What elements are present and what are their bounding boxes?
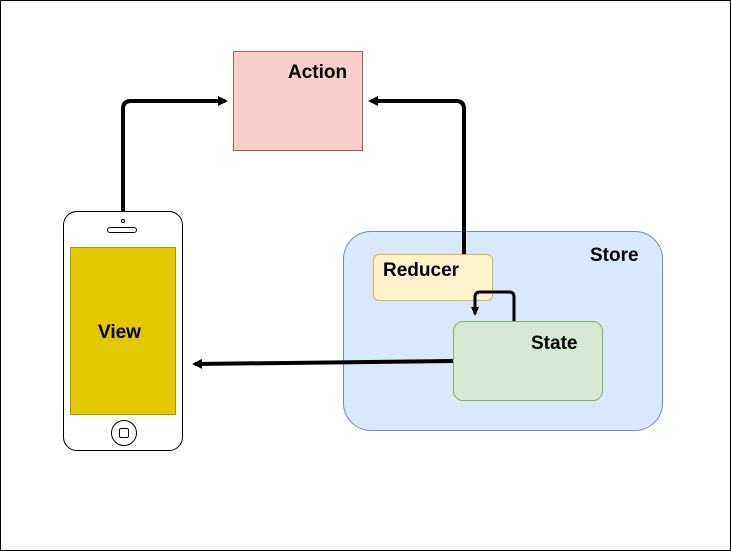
phone-home-square-icon — [119, 428, 129, 438]
reducer-label: Reducer — [383, 260, 460, 281]
phone-camera-icon — [121, 219, 125, 223]
view-node — [70, 247, 176, 415]
state-node — [453, 321, 603, 401]
phone-home-button-icon — [111, 420, 137, 446]
edge-state-to-view — [192, 358, 454, 369]
action-node — [233, 51, 363, 151]
phone-speaker-icon — [107, 227, 137, 233]
state-label: State — [531, 333, 578, 354]
reducer-node — [373, 254, 493, 301]
store-label: Store — [590, 245, 639, 266]
edge-reducer-to-action — [368, 96, 466, 254]
edge-view-to-action — [121, 96, 228, 211]
edge-state-self-loop — [471, 290, 516, 321]
action-label: Action — [288, 62, 348, 83]
view-label: View — [98, 322, 141, 343]
